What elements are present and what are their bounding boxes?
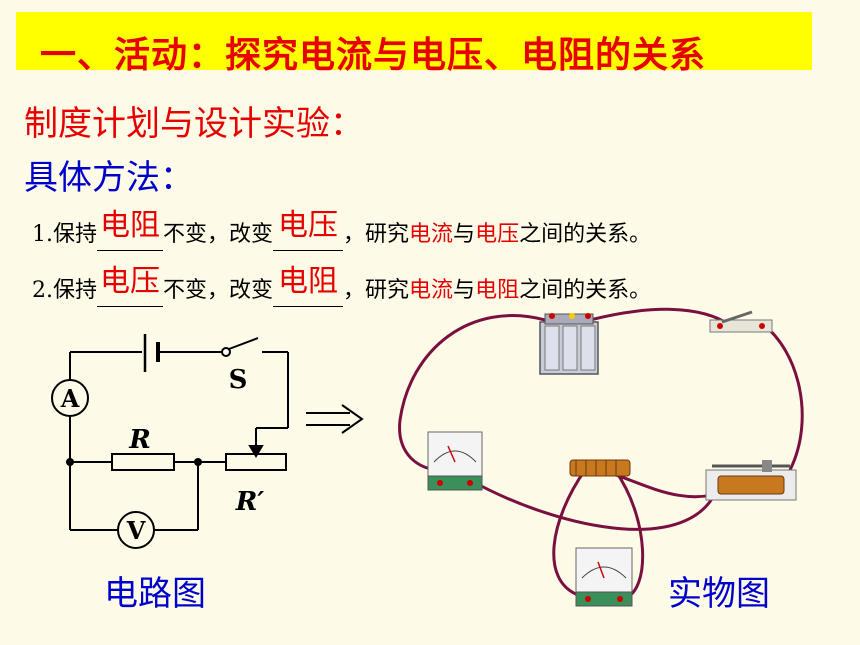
line2-tail: ，研究 [343,278,410,303]
line2-highlight2: 电阻 [475,278,520,303]
line2-prefix: 2.保持 [32,278,97,303]
knife-switch-device [709,310,773,333]
line1-answer1: 电阻 [100,208,160,243]
line2-blank2: 电阻 [273,262,344,307]
rheostat-symbol [225,453,287,471]
junction-dot-right [194,458,202,466]
line1-answer2: 电压 [278,208,339,243]
method-heading: 具体方法： [24,158,194,198]
line2-answer2: 电阻 [278,264,339,299]
battery-pack-device [539,313,599,375]
line2-end: 之间的关系。 [519,278,652,303]
line1-prefix: 1.保持 [32,222,97,247]
rheostat-label: R′ [235,487,265,517]
line2-conj: 与 [453,278,476,303]
switch-label: S [229,365,248,395]
fixed-resistor-device [569,459,631,477]
resistor-label: R [128,425,151,455]
page-title: 一、活动：探究电流与电压、电阻的关系 [40,35,707,76]
switch-pivot [221,347,231,357]
switch-blade [228,337,259,350]
title-bar: 一、活动：探究电流与电压、电阻的关系 [16,12,812,76]
line2-answer1: 电压 [100,264,160,299]
line1-blank2: 电压 [273,206,344,251]
arrow-icon [306,404,364,434]
plan-heading: 制度计划与设计实验： [24,104,364,144]
line1-mid: 不变，改变 [163,222,274,247]
voltmeter-label: V [126,516,146,545]
method-line-2: 2.保持电压不变，改变电阻，研究电流与电阻之间的关系。 [32,262,651,307]
rheostat-device [705,460,797,501]
resistor-symbol [111,453,175,471]
line1-highlight1: 电流 [409,222,454,247]
circuit-diagram [51,334,289,549]
line1-tail: ，研究 [343,222,410,247]
line2-mid: 不变，改变 [163,278,274,303]
line1-end: 之间的关系。 [519,222,652,247]
rheostat-slider-arrow [248,445,264,458]
line1-highlight2: 电压 [475,222,520,247]
line2-highlight1: 电流 [409,278,454,303]
line2-blank1: 电压 [97,262,163,307]
line1-blank1: 电阻 [97,206,163,251]
junction-dot-left [66,458,74,466]
circuit-diagram-caption: 电路图 [104,574,206,614]
physical-wires [398,307,804,600]
ammeter-device [427,431,483,491]
physical-diagram-caption: 实物图 [668,574,770,614]
line1-conj: 与 [453,222,476,247]
method-line-1: 1.保持电阻不变，改变电压，研究电流与电压之间的关系。 [32,206,651,251]
voltmeter-device [575,547,633,607]
ammeter-label: A [60,384,80,413]
